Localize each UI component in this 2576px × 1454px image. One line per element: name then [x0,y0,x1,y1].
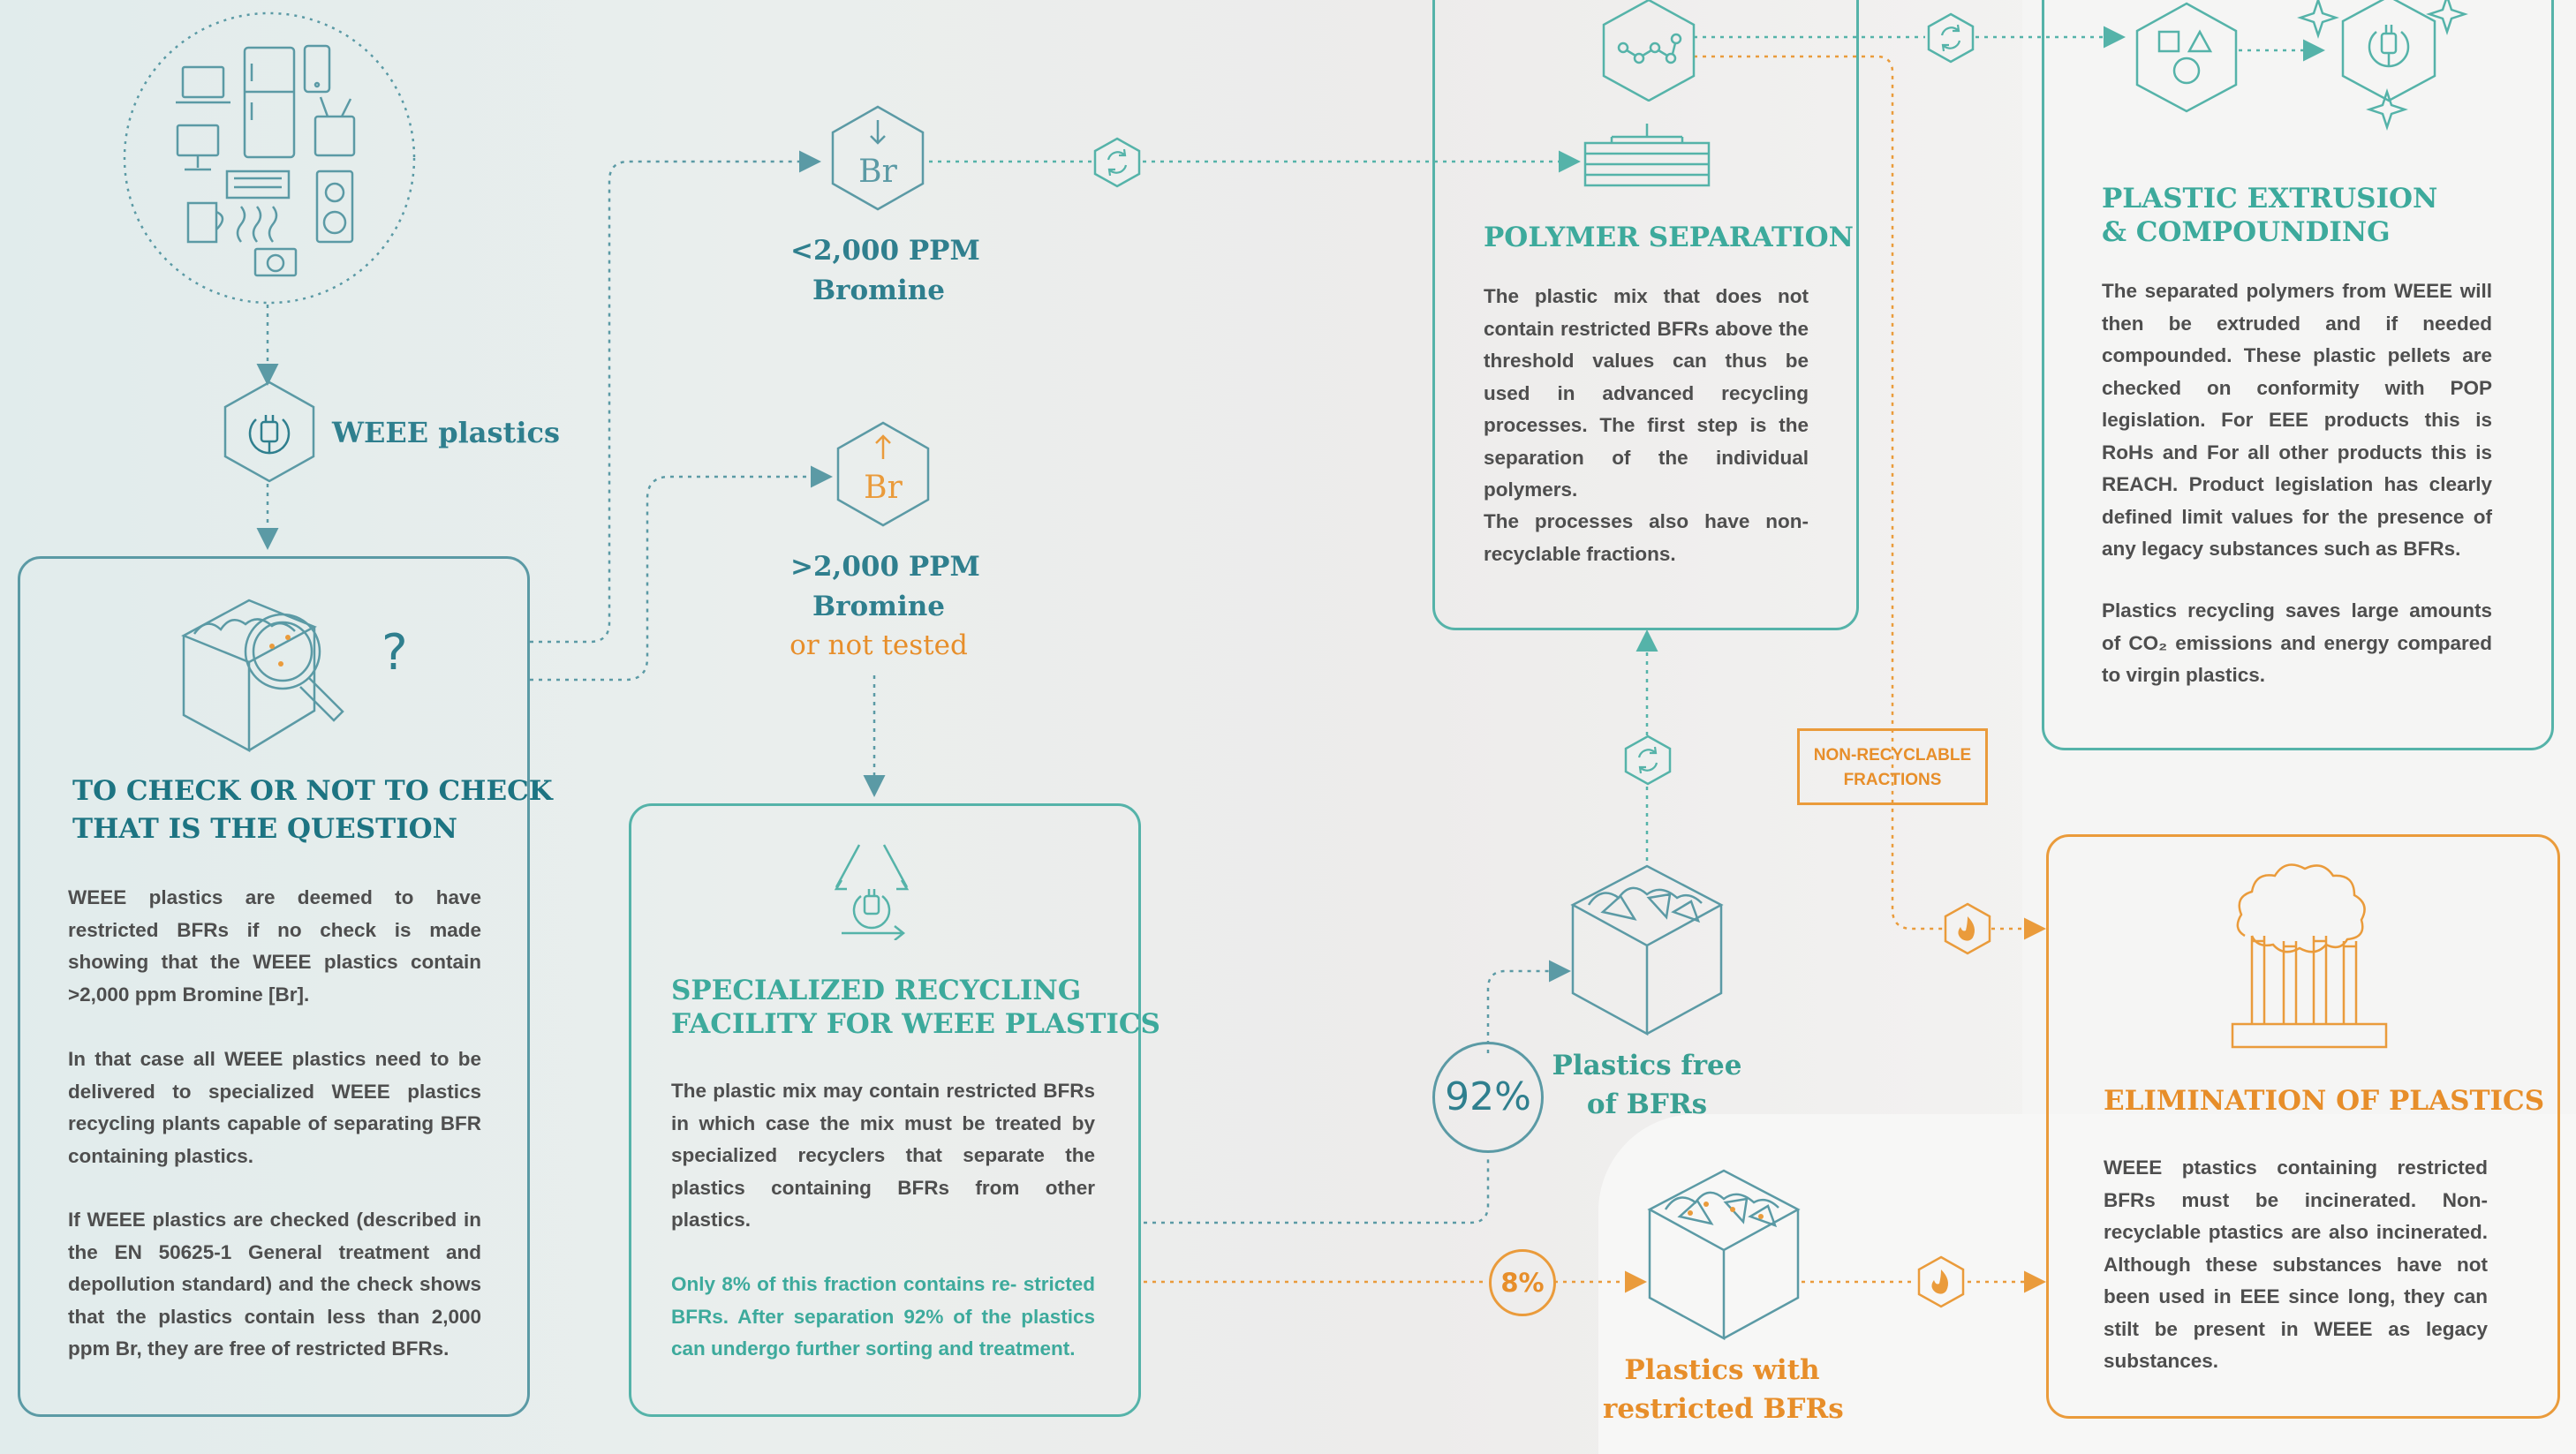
recycle-hexagon-icon-vertical [1624,735,1672,786]
polymer-card [1432,0,1859,630]
molecule-hexagon-icon [1602,0,1696,102]
check-title-line2: THAT IS THE QUESTION [72,813,457,845]
polymer-title: POLYMER SEPARATION [1484,222,1854,253]
specialized-paragraph-2: Only 8% of this fraction contains re- st… [671,1273,1095,1360]
extrusion-title-line2: & COMPOUNDING [2102,216,2391,248]
free-percentage-badge: 92% [1432,1042,1544,1153]
recycle-hexagon-icon [1093,137,1141,188]
restricted-label-line2: restricted BFRs [1603,1393,1844,1425]
bromine-down-icon: Br [831,105,925,211]
flame-hexagon-icon-lower [1917,1255,1965,1308]
plug-hexagon-icon [223,380,315,483]
free-label-line1: Plastics free [1552,1050,1742,1081]
connector-facility-to-92 [1144,1158,1490,1224]
bromine-low-line2: Bromine [812,275,946,306]
extrusion-paragraph-1: The separated polymers from WEEE will th… [2102,280,2492,560]
free-label-line2: of BFRs [1586,1089,1708,1120]
connector-check-to-low-bromine [530,150,821,644]
extrusion-paragraph-2: Plastics recycling saves large amounts o… [2102,599,2492,686]
background-seam [1295,0,1296,1454]
non-recyclable-tag: NON-RECYCLABLE FRACTIONS [1797,728,1988,805]
polymer-paragraph-1: The plastic mix that does not contain re… [1484,285,1809,501]
elimination-card [2046,834,2560,1419]
extrusion-title-line1: PLASTIC EXTRUSION [2102,183,2438,215]
connector-nonrec-a [1694,55,1943,930]
separator-lines-icon [1583,124,1711,187]
restricted-label-line1: Plastics with [1624,1354,1820,1386]
svg-text:Br: Br [864,470,903,506]
svg-text:Br: Br [858,154,897,190]
question-mark-icon: ? [381,624,408,682]
sparkle-plug-icon [2297,0,2468,131]
box-magnifier-icon [181,599,344,753]
shapes-hexagon-icon [2135,2,2238,113]
electronics-cluster-icon [123,11,416,305]
specialized-paragraph-1: The plastic mix may contain restricted B… [671,1080,1095,1231]
factory-icon [2231,863,2388,1049]
restricted-box-icon [1647,1169,1801,1341]
flame-hexagon-icon [1944,902,1991,955]
non-recyclable-line1: NON-RECYCLABLE [1813,746,1972,765]
plastics-box-icon [1570,864,1724,1036]
bromine-high-line1: >2,000 PPM [790,551,980,583]
check-paragraph-3: If WEEE plastics are checked (described … [68,1209,481,1360]
restricted-percentage-badge: 8% [1489,1249,1556,1316]
weee-plastics-label: WEEE plastics [332,416,560,449]
connector-92-to-box [1486,960,1571,1053]
elimination-title: ELIMINATION OF PLASTICS [2104,1085,2545,1117]
bromine-high-line3: or not tested [789,629,968,661]
extrusion-card [2042,0,2554,750]
recycle-hexagon-icon-top [1927,12,1975,64]
bromine-high-line2: Bromine [812,591,946,622]
background-right-column [2022,0,2576,1114]
check-card [18,556,530,1417]
background-lower-panel [1598,1114,2576,1454]
specialized-title-line2: FACILITY FOR WEEE PLASTICS [671,1008,1160,1040]
bromine-low-line1: <2,000 PPM [790,235,980,267]
check-title-line1: TO CHECK OR NOT TO CHECK [72,775,553,807]
check-paragraph-1: WEEE plastics are deemed to have restric… [68,886,481,1006]
specialized-card [629,803,1141,1417]
bromine-up-icon: Br [836,421,930,527]
specialized-title-line1: SPECIALIZED RECYCLING [671,975,1082,1006]
check-paragraph-2: In that case all WEEE plastics need to b… [68,1048,481,1167]
recycle-plug-icon [834,844,910,940]
elimination-paragraph-1: WEEE ptastics containing restricted BFRs… [2104,1156,2488,1372]
non-recyclable-line2: FRACTIONS [1843,771,1942,789]
polymer-paragraph-2: The processes also have non-recyclable f… [1484,510,1809,565]
